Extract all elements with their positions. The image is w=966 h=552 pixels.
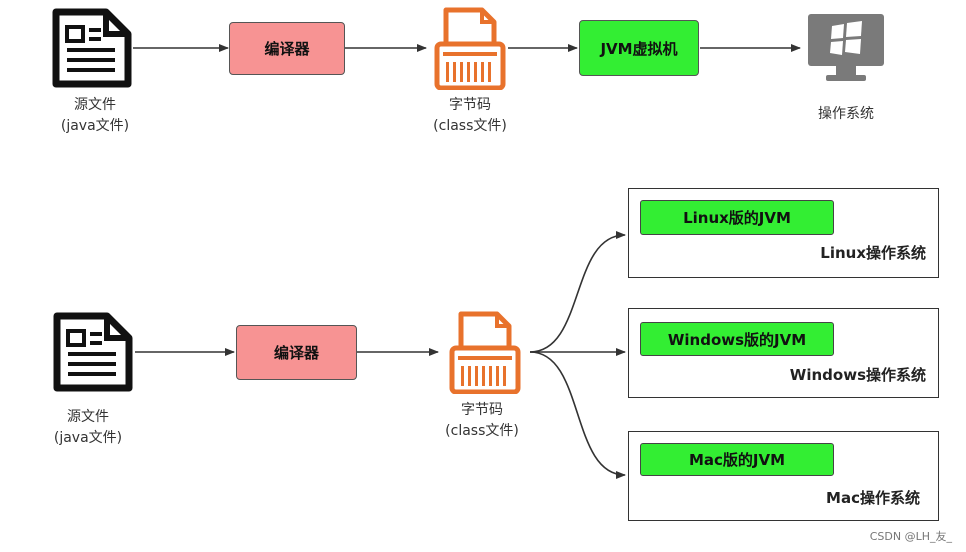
os-frame-linux: Linux版的JVM Linux操作系统 [628, 188, 939, 278]
document-icon [53, 312, 133, 392]
source-title: 源文件 [74, 97, 116, 113]
file-bytecode-icon [449, 311, 521, 394]
source-label-top: 源文件 (java文件) [40, 95, 150, 137]
source-subtitle: (java文件) [53, 430, 123, 446]
bytecode-label-bottom: 字节码 (class文件) [422, 400, 542, 442]
jvm-box-top: JVM虚拟机 [579, 20, 699, 76]
os-frame-mac: Mac版的JVM Mac操作系统 [628, 431, 939, 521]
os-label-linux: Linux操作系统 [820, 244, 926, 262]
jvm-box-mac: Mac版的JVM [640, 443, 834, 476]
bytecode-subtitle: (class文件) [445, 423, 519, 439]
compiler-box-bottom: 编译器 [236, 325, 357, 380]
source-title: 源文件 [67, 409, 109, 425]
file-bytecode-icon [434, 7, 506, 90]
compiler-box-top: 编译器 [229, 22, 345, 75]
bytecode-subtitle: (class文件) [433, 118, 507, 134]
watermark: CSDN @LH_友_ [869, 530, 952, 543]
jvm-box-linux: Linux版的JVM [640, 200, 834, 235]
jvm-box-windows: Windows版的JVM [640, 322, 834, 356]
document-icon [52, 8, 132, 88]
arrow-bytecode-to-mac [529, 351, 626, 479]
os-label-windows: Windows操作系统 [789, 366, 926, 384]
os-label-mac: Mac操作系统 [826, 489, 920, 507]
os-label-top: 操作系统 [818, 106, 874, 122]
arrow-bytecode-to-linux [529, 231, 626, 353]
bytecode-title: 字节码 [449, 97, 491, 113]
source-subtitle: (java文件) [60, 118, 130, 134]
os-frame-windows: Windows版的JVM Windows操作系统 [628, 308, 939, 398]
bytecode-label-top: 字节码 (class文件) [410, 95, 530, 137]
windows-monitor-icon [808, 14, 884, 81]
source-label-bottom: 源文件 (java文件) [33, 407, 143, 449]
bytecode-title: 字节码 [461, 402, 503, 418]
